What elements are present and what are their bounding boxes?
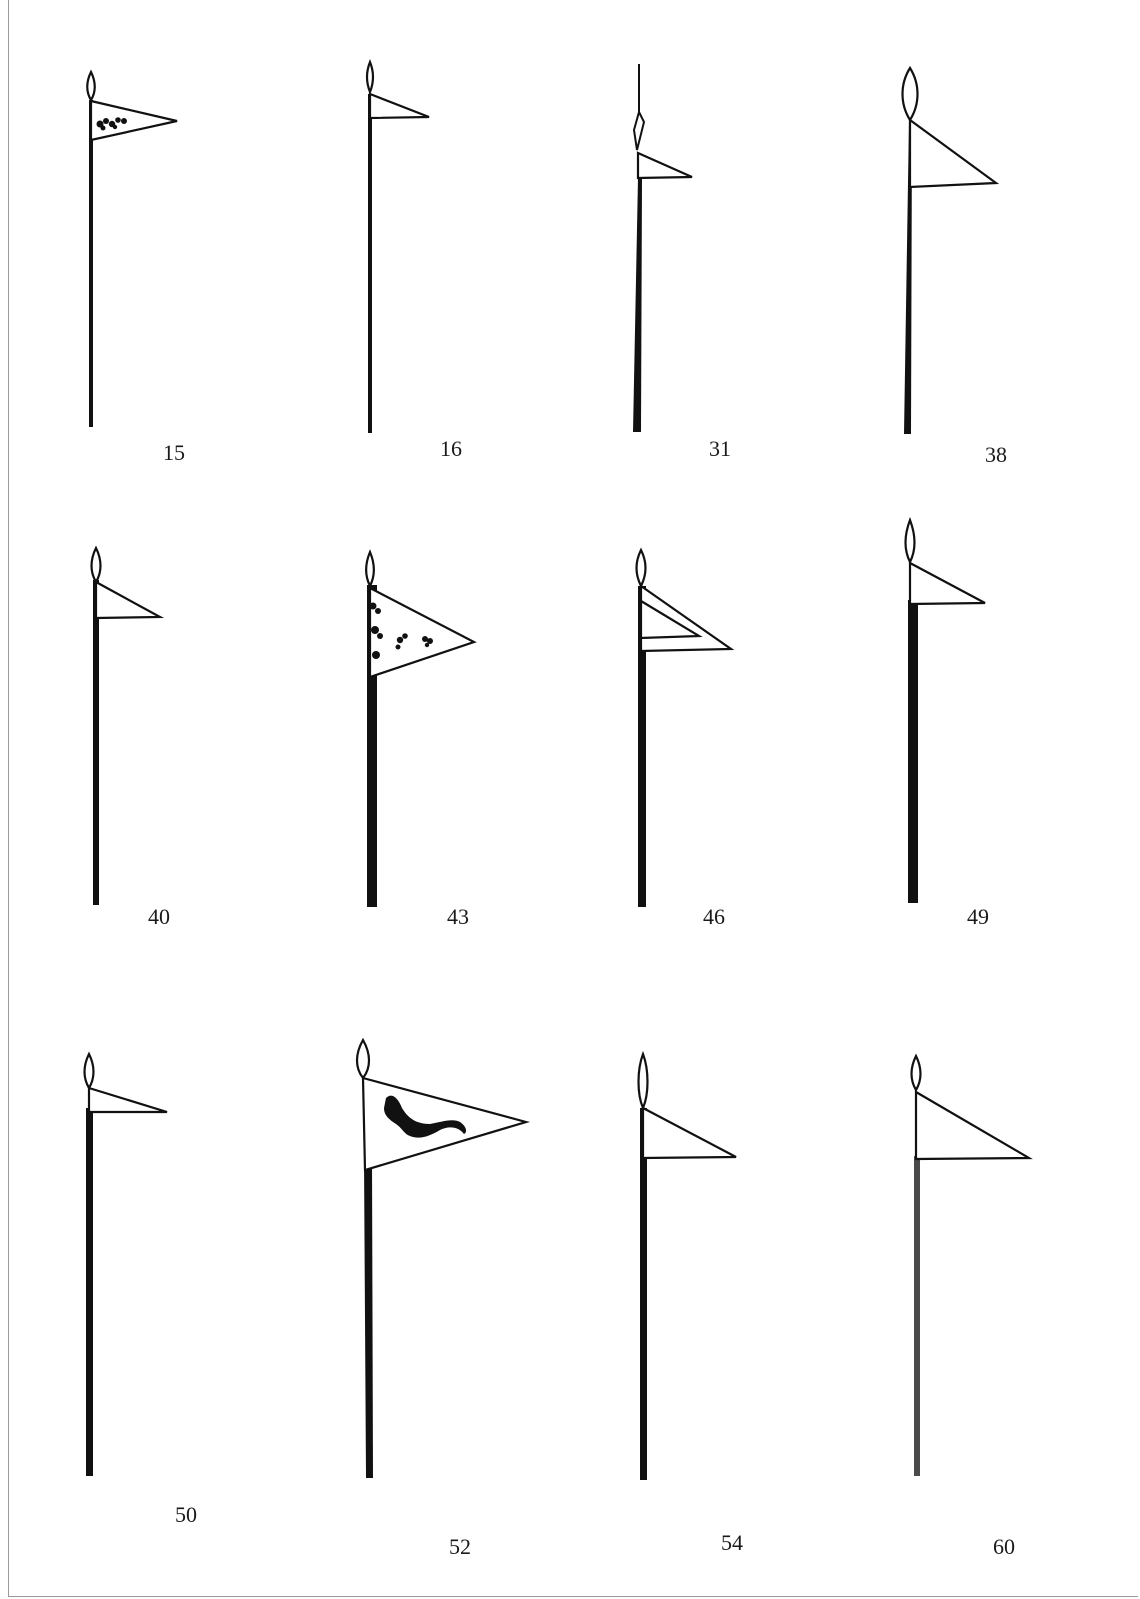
flag-49-pennant	[910, 563, 985, 604]
flag-50	[85, 1054, 168, 1476]
flag-54-pole	[640, 1108, 647, 1480]
flag-60-spearhead	[912, 1056, 921, 1090]
flag-40-pennant	[96, 582, 160, 618]
figure-label-54: 54	[721, 1530, 743, 1556]
flag-16-spearhead	[367, 62, 373, 92]
flag-54-pennant	[643, 1108, 736, 1158]
flag-50-pole	[86, 1108, 93, 1476]
flag-15	[87, 72, 177, 427]
figure-label-38: 38	[985, 442, 1007, 468]
flag-50-pennant	[89, 1088, 167, 1112]
flag-43	[366, 552, 474, 907]
flag-60-pole	[914, 1156, 920, 1476]
flag-31	[633, 64, 692, 432]
flag-46-spearhead	[637, 550, 646, 586]
flag-49-pole	[908, 600, 918, 903]
flag-43-spearhead	[366, 552, 374, 586]
figure-label-15: 15	[163, 440, 185, 466]
flag-31-pennant	[638, 153, 692, 178]
flag-16	[367, 62, 429, 433]
figure-label-40: 40	[148, 904, 170, 930]
figure-label-16: 16	[440, 436, 462, 462]
flag-38-pennant	[910, 120, 996, 187]
flag-43-pennant	[370, 588, 474, 677]
flag-54	[639, 1054, 737, 1480]
flag-49-spearhead	[906, 520, 915, 562]
flag-52	[357, 1040, 526, 1478]
flag-40	[92, 548, 161, 905]
flag-15-spearhead	[87, 72, 95, 100]
figure-label-60: 60	[993, 1534, 1015, 1560]
flag-31-pole	[633, 178, 642, 432]
figure-label-46: 46	[703, 904, 725, 930]
flag-15-pole	[89, 100, 93, 427]
flag-16-pole	[368, 94, 372, 433]
flag-60-pennant	[916, 1092, 1029, 1159]
flag-40-pole	[93, 580, 99, 905]
flag-52-pole	[364, 1160, 373, 1478]
flag-31-spearhead	[634, 64, 644, 150]
flag-54-spearhead	[639, 1054, 648, 1108]
flag-50-spearhead	[85, 1054, 94, 1088]
figure-label-49: 49	[967, 904, 989, 930]
flag-49	[906, 520, 986, 903]
flag-40-spearhead	[92, 548, 101, 582]
figure-label-31: 31	[709, 436, 731, 462]
flag-16-pennant	[370, 94, 429, 118]
flag-38-spearhead	[903, 68, 918, 120]
flag-38	[903, 68, 997, 434]
figure-label-52: 52	[449, 1534, 471, 1560]
flag-46	[637, 550, 732, 907]
figure-label-43: 43	[447, 904, 469, 930]
flag-52-spearhead	[357, 1040, 369, 1078]
flag-60	[912, 1056, 1030, 1476]
figure-label-50: 50	[175, 1502, 197, 1528]
